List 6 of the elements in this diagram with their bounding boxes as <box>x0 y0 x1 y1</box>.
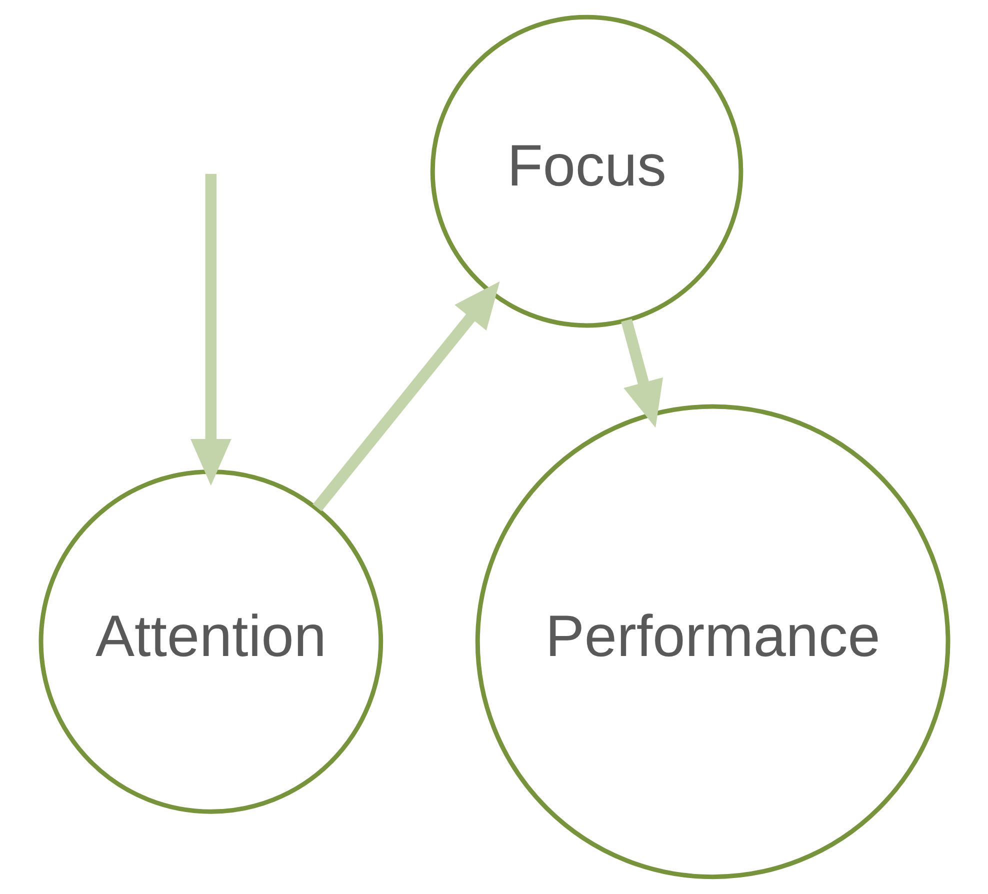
arrow <box>190 174 231 486</box>
node-circle: Performance <box>474 404 950 880</box>
arrow <box>620 318 663 428</box>
arrow <box>312 281 500 512</box>
node-circle: Focus <box>430 14 743 328</box>
node-circle: Attention <box>38 470 383 814</box>
